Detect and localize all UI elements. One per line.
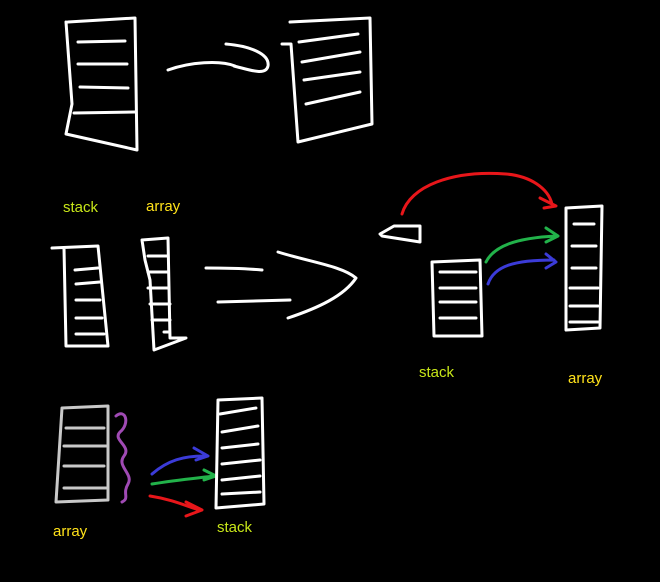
mid-right-array [564,204,604,332]
blue-arrow-bottom [150,446,210,476]
label-stack-1: stack [63,199,99,216]
bottom-right-stack [214,396,266,510]
bottom-left-array [54,404,110,504]
green-arrow-bottom [150,468,218,486]
top-right-stack [280,16,374,144]
mid-left-array [140,236,188,352]
label-array-1: array [146,198,181,215]
red-arrow-bottom [148,494,204,518]
green-arrow-mid [484,226,560,264]
double-arrow [204,250,358,320]
top-left-stack [64,16,139,152]
mid-left-stack [50,244,110,348]
red-arrow-top [400,171,558,216]
top-transform-arrow [166,42,270,73]
label-array-3: array [53,523,88,540]
label-stack-3: stack [217,519,253,536]
blue-arrow-mid [486,252,558,286]
label-stack-2: stack [419,364,455,381]
label-array-2: array [568,370,603,387]
mid-right-stack [430,258,484,338]
floating-top-element [378,224,422,244]
purple-squiggle [114,412,131,504]
